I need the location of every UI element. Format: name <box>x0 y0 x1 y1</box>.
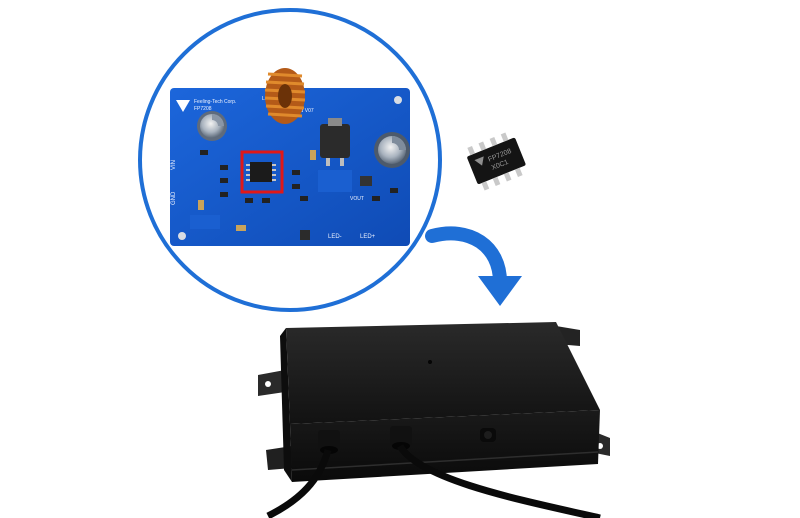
mosfet <box>320 118 350 166</box>
vout-label: VOUT <box>350 196 364 202</box>
toroid-inductor <box>264 68 306 124</box>
model-text: FP7208 <box>194 106 212 112</box>
sop8-chip: FP7208 X0C1 <box>467 132 526 191</box>
left-capacitor <box>197 111 227 141</box>
brand-text: Feeling-Tech Corp. <box>194 99 236 105</box>
magnifier-view: Feeling-Tech Corp. FP7208 Board V07 L1 <box>138 8 442 312</box>
led-minus-label: LED- <box>328 234 342 240</box>
cable-right <box>396 443 601 518</box>
enclosure-side <box>280 328 292 482</box>
smd-components <box>198 150 398 231</box>
plug-port <box>480 428 496 442</box>
magnifier-ring <box>138 8 442 312</box>
cable-left <box>266 449 332 518</box>
ic-highlight-box <box>240 150 284 194</box>
right-capacitor <box>374 132 410 168</box>
led-plus-label: LED+ <box>360 234 376 240</box>
board-label-text: Board V07 <box>290 108 314 114</box>
chip-logo-icon <box>474 156 484 166</box>
enclosure-front <box>290 410 600 482</box>
mounting-ear-left <box>258 370 285 396</box>
l1-label: L1 <box>262 96 268 102</box>
controller-ic <box>250 162 272 182</box>
enclosure-lid <box>286 322 600 424</box>
via-pattern <box>190 170 352 229</box>
brand-logo-icon <box>176 100 190 112</box>
driver-enclosure <box>258 322 610 518</box>
vin-label: VIN <box>171 160 177 170</box>
gnd-label: GND <box>171 191 177 205</box>
curved-arrow-icon <box>425 226 522 306</box>
